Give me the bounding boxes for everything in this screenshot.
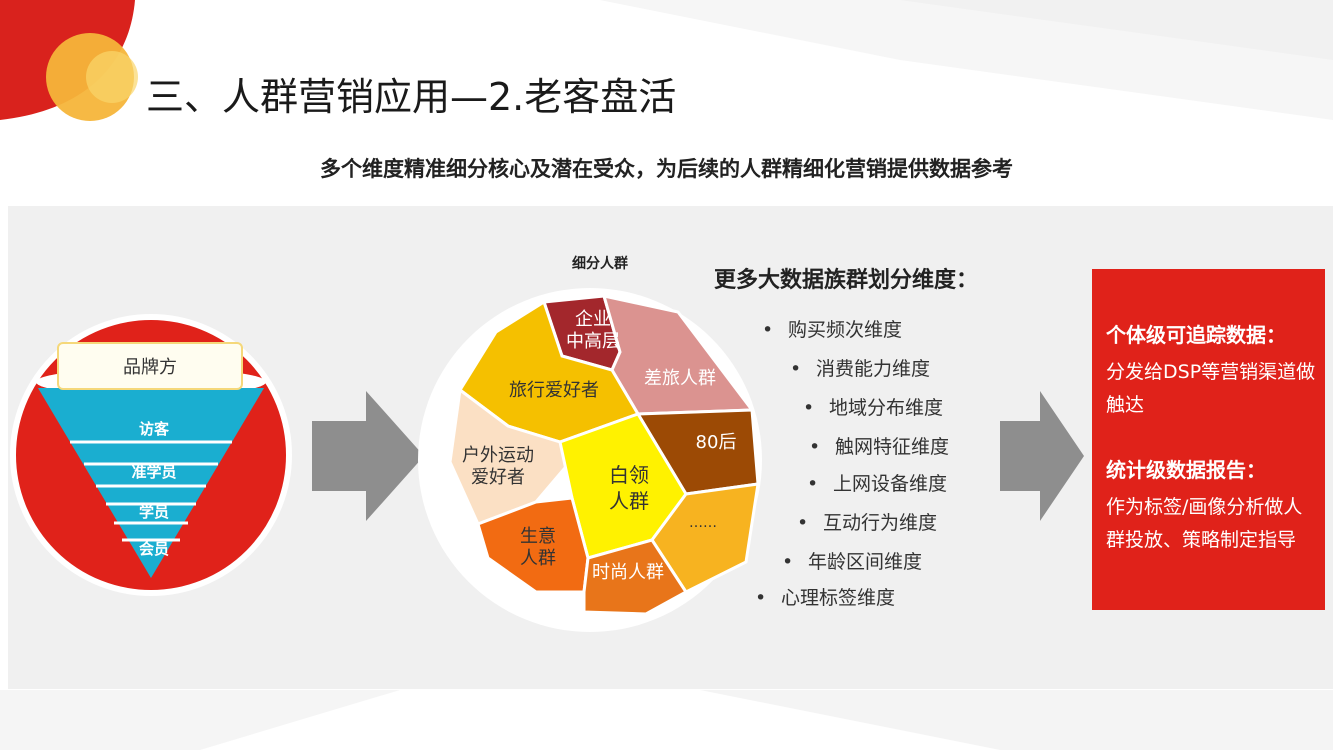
funnel-level-student: 学员: [138, 503, 169, 521]
segments-title: 细分人群: [572, 256, 628, 272]
data-output-box: 个体级可追踪数据： 分发给DSP等营销渠道做触达 统计级数据报告： 作为标签/画…: [1092, 269, 1325, 610]
statistical-report-heading: 统计级数据报告：: [1106, 458, 1266, 482]
individual-data-text: 分发给DSP等营销渠道做触达: [1106, 361, 1316, 416]
dimension-item: •消费能力维度: [790, 358, 931, 380]
funnel-brand-box: 品牌方: [57, 342, 243, 390]
statistical-report-text: 作为标签/画像分析做人群投放、策略制定指导: [1106, 496, 1303, 551]
page-title: 三、人群营销应用—2.老客盘活: [146, 75, 677, 119]
segment-label-white-collar: 白领 人群: [609, 463, 649, 513]
segment-label-business-travel: 差旅人群: [644, 368, 716, 389]
funnel-body: [38, 388, 264, 578]
dimensions-title: 更多大数据族群划分维度：: [714, 268, 979, 293]
dimension-item: •购买频次维度: [762, 319, 903, 341]
segment-label-travel: 旅行爱好者: [509, 380, 599, 401]
arrow-right-icon: [312, 391, 424, 521]
segments-pie: [418, 288, 762, 632]
funnel-level-member: 会员: [138, 540, 169, 558]
segment-label-outdoor: 户外运动 爱好者: [462, 445, 534, 488]
segment-outdoor: [448, 387, 572, 526]
segment-fashion: [582, 538, 689, 616]
segment-label-more: ……: [689, 515, 717, 531]
arrow-right-icon: [1000, 391, 1084, 521]
segment-label-fashion: 时尚人群: [592, 562, 664, 583]
individual-data-heading: 个体级可追踪数据：: [1106, 323, 1286, 347]
dimension-item: •地域分布维度: [803, 397, 944, 419]
dimension-item: •上网设备维度: [807, 473, 948, 495]
funnel-level-prospect: 准学员: [131, 463, 177, 481]
segment-label-post80: 80后: [695, 432, 737, 453]
segment-more: [650, 482, 760, 594]
segment-label-executives: 企业 中高层: [566, 309, 620, 352]
segment-label-business: 生意 人群: [520, 526, 556, 569]
dimension-item: •互动行为维度: [797, 512, 938, 534]
dimension-item: •触网特征维度: [809, 436, 950, 458]
dimension-item: •心理标签维度: [755, 587, 896, 609]
subtitle: 多个维度精准细分核心及潜在受众，为后续的人群精细化营销提供数据参考: [320, 157, 1013, 181]
dimension-item: •年龄区间维度: [782, 551, 923, 573]
funnel-level-visitor: 访客: [138, 420, 169, 438]
